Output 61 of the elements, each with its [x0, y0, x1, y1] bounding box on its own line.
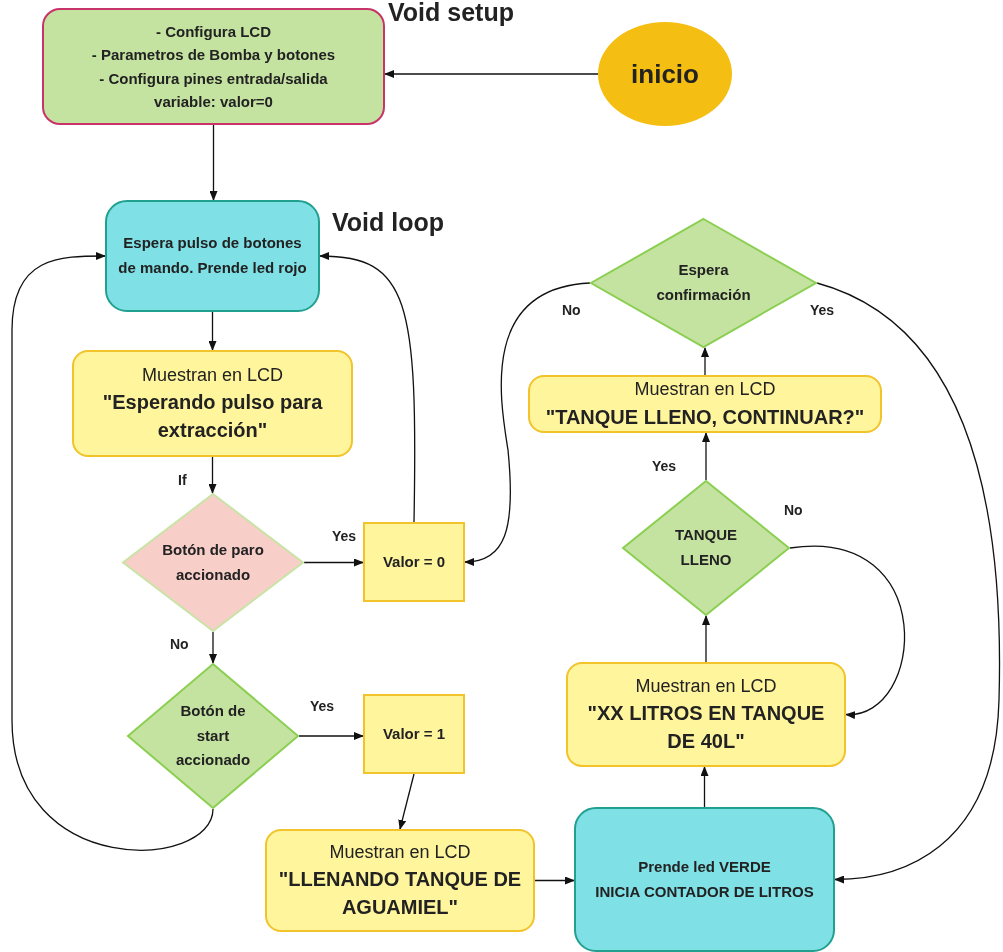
node-text: Prende led VERDE	[638, 856, 771, 877]
decision-diamond	[122, 493, 304, 632]
node-text: Muestran en LCD	[635, 674, 777, 698]
edge-label: No	[782, 502, 805, 518]
edge-label: If	[176, 472, 189, 488]
edge-label: No	[560, 302, 583, 318]
arrow	[534, 876, 575, 885]
node-text: Espera confirmación	[655, 260, 752, 305]
node-text: "XX LITROS EN TANQUE DE 40L"	[586, 701, 826, 755]
process-box	[574, 807, 835, 952]
arrow	[702, 432, 710, 481]
node-text: - Configura LCD	[156, 22, 271, 42]
edge-label: No	[168, 636, 191, 652]
process-box	[265, 829, 535, 932]
arrow	[464, 282, 591, 566]
arrow	[701, 347, 709, 376]
node-text: TANQUE LLENO	[673, 525, 739, 570]
node-text: - Configura pines entrada/salida	[99, 68, 328, 89]
node-text: Botón de start accionado	[174, 700, 252, 771]
node-text: "LLENANDO TANQUE DE AGUAMIEL"	[277, 867, 523, 921]
arrow	[209, 124, 218, 201]
arrow	[208, 311, 217, 351]
edge-label: Yes	[308, 698, 337, 714]
arrow	[303, 558, 364, 567]
process-box	[105, 200, 320, 312]
process-box	[363, 522, 465, 602]
arrow	[209, 631, 217, 664]
node-text: Valor = 1	[382, 723, 446, 744]
section-heading: Void loop	[332, 208, 444, 237]
node-text: "TANQUE LLENO, CONTINUAR?"	[545, 404, 865, 430]
node-text: inicio	[631, 58, 699, 90]
arrow	[789, 545, 905, 718]
node-text: Espera pulso de botones de mando. Prende led rojo	[117, 233, 308, 278]
node-text: Botón de paro accionado	[162, 539, 264, 585]
edge-label: Yes	[330, 528, 359, 544]
arrow	[298, 732, 364, 740]
node-text: "Esperando pulso para extracción"	[101, 390, 324, 444]
arrow	[398, 773, 415, 830]
arrow	[384, 70, 599, 78]
edge-label: Yes	[650, 458, 679, 474]
arrow	[702, 615, 710, 663]
node-text: Muestran en LCD	[141, 363, 284, 387]
edge-label: Yes	[808, 302, 837, 318]
node-text: Muestran en LCD	[329, 840, 471, 864]
arrow	[700, 766, 709, 808]
node-text: INICIA CONTADOR DE LITROS	[595, 881, 814, 902]
arrow	[319, 252, 416, 523]
node-text: Valor = 0	[382, 551, 446, 572]
arrow	[816, 282, 1001, 884]
section-heading: Void setup	[388, 0, 514, 27]
node-text: - Parametros de Bomba y botones	[91, 45, 336, 66]
process-box	[42, 8, 385, 125]
decision-diamond	[127, 663, 299, 809]
node-text: variable: valor=0	[154, 91, 273, 112]
process-box	[528, 375, 882, 433]
process-box	[363, 694, 465, 774]
process-box	[566, 662, 846, 767]
process-box	[72, 350, 353, 457]
node-text: Muestran en LCD	[634, 378, 776, 402]
arrow	[208, 456, 217, 494]
arrow	[11, 252, 214, 851]
